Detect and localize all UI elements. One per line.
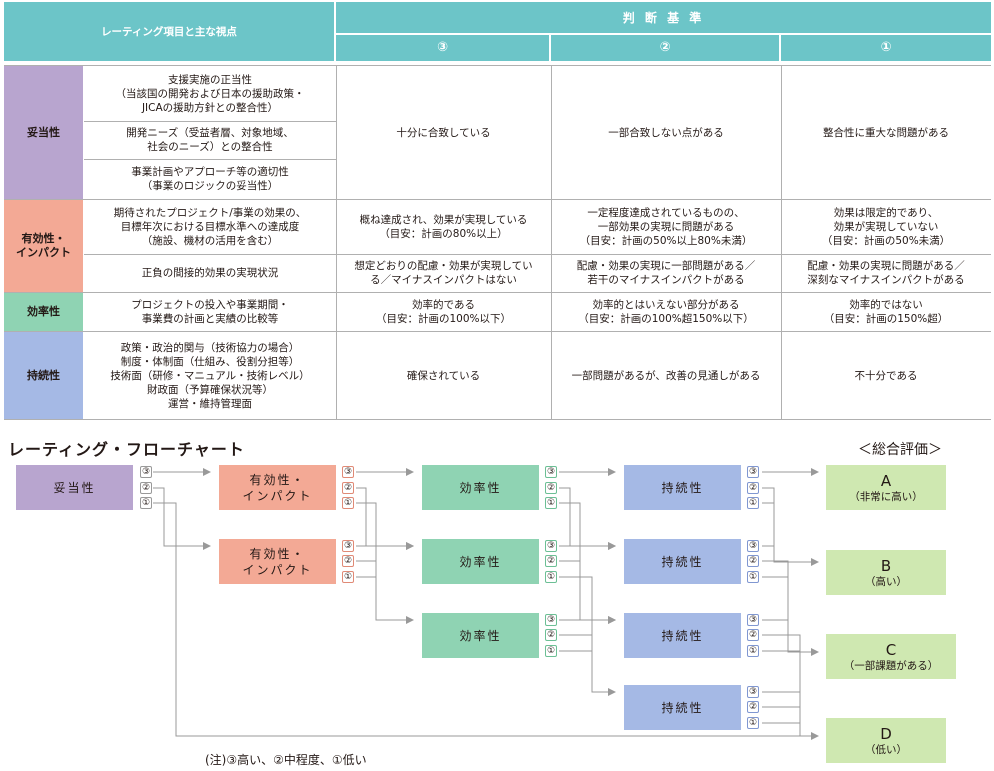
rank-3-badge: ③ (747, 540, 759, 552)
effectiveness-r2-criterion-2: 配慮・効果の実現に一部問題がある／ 若干のマイナスインパクトがある (576, 260, 756, 286)
grade-a-desc: （非常に高い） (849, 490, 923, 503)
effectiveness-r2-criterion-3: 想定どおりの配慮・効果が実現してい る／マイナスインパクトはない (354, 260, 533, 286)
effectiveness-view-1: 期待されたプロジェクト/事業の効果の、 目標年次における目標水準への達成度 （施… (113, 207, 307, 247)
effectiveness-r2-criterion-1: 配慮・効果の実現に問題がある／ 深刻なマイナスインパクトがある (807, 260, 965, 286)
flowchart-note: (注)③高い、②中程度、①低い (205, 753, 367, 767)
rank-3-badge: ③ (342, 466, 354, 478)
rank-1-badge: ① (545, 497, 557, 509)
grade-b-letter: B (880, 556, 892, 575)
efficiency-view: プロジェクトの投入や事業期間・ 事業費の計画と実績の比較等 (131, 299, 289, 325)
header-rank-3: ③ (336, 35, 549, 61)
rank-1-badge: ① (342, 571, 354, 583)
header-criteria-title: 判 断 基 準 (336, 2, 991, 33)
rank-2-badge: ② (747, 482, 759, 494)
row-label-sustainability: 持続性 (4, 332, 83, 419)
rank-3-badge: ③ (747, 686, 759, 698)
rank-1-badge: ① (545, 571, 557, 583)
flow-sustainability-box: 持続性 (624, 613, 741, 658)
grade-a-letter: A (880, 471, 892, 490)
header-items-title: レーティング項目と主な視点 (4, 2, 334, 61)
rank-1-badge: ① (747, 717, 759, 729)
effectiveness-view-2: 正負の間接的効果の実現状況 (141, 267, 279, 279)
row-label-efficiency: 効率性 (4, 293, 83, 331)
grade-c-letter: C (885, 640, 897, 659)
rank-1-badge: ① (140, 497, 152, 509)
efficiency-criterion-2: 効率的とはいえない部分がある （目安：計画の100%超150%以下） (578, 299, 754, 325)
rank-3-badge: ③ (342, 540, 354, 552)
rank-1-badge: ① (342, 497, 354, 509)
flow-effectiveness-box: 有効性・ インパクト (219, 539, 336, 584)
flow-relevance-box: 妥当性 (16, 465, 133, 510)
flow-effectiveness-box: 有効性・ インパクト (219, 465, 336, 510)
rank-1-badge: ① (545, 645, 557, 657)
sustainability-criterion-1: 不十分である (854, 369, 918, 382)
rank-3-badge: ③ (747, 614, 759, 626)
rank-2-badge: ② (545, 629, 557, 641)
rank-2-badge: ② (545, 482, 557, 494)
rank-2-badge: ② (747, 701, 759, 713)
rank-2-badge: ② (140, 482, 152, 494)
row-label-effectiveness: 有効性・ インパクト (4, 200, 83, 292)
sustainability-criterion-3: 確保されている (406, 369, 481, 382)
sustainability-view: 政策・政治的関与（技術協力の場合） 制度・体制面（仕組み、役割分担等） 技術面（… (110, 341, 310, 410)
rank-2-badge: ② (342, 482, 354, 494)
relevance-view-3: 事業計画やアプローチ等の適切性 （事業のロジックの妥当性） (131, 166, 289, 192)
flow-sustainability-box: 持続性 (624, 465, 741, 510)
flow-efficiency-box: 効率性 (422, 465, 539, 510)
rank-1-badge: ① (747, 497, 759, 509)
efficiency-criterion-1: 効率的ではない （目安：計画の150%超） (823, 299, 949, 325)
rank-3-badge: ③ (545, 614, 557, 626)
rank-2-badge: ② (342, 555, 354, 567)
grade-a-box: A （非常に高い） (826, 465, 946, 510)
relevance-criterion-2: 一部合致しない点がある (608, 126, 724, 139)
effectiveness-r1-criterion-2: 一定程度達成されているものの、 一部効果の実現に問題がある （目安：計画の50%… (579, 207, 753, 247)
relevance-criterion-1: 整合性に重大な問題がある (823, 126, 949, 139)
grade-d-box: D （低い） (826, 718, 946, 763)
header-rank-2: ② (551, 35, 779, 61)
flowchart-title: レーティング・フローチャート (8, 440, 245, 459)
rank-3-badge: ③ (140, 466, 152, 478)
header-rank-1: ① (781, 35, 991, 61)
rank-3-badge: ③ (747, 466, 759, 478)
rank-2-badge: ② (747, 555, 759, 567)
grade-d-desc: （低い） (865, 743, 907, 756)
table-grid-lines (4, 65, 991, 420)
rank-3-badge: ③ (545, 466, 557, 478)
flow-sustainability-box: 持続性 (624, 685, 741, 730)
efficiency-criterion-3: 効率的である （目安：計画の100%以下） (375, 299, 512, 325)
grade-b-desc: （高い） (865, 575, 907, 588)
relevance-view-2: 開発ニーズ（受益者層、対象地域、 社会のニーズ）との整合性 (126, 127, 294, 153)
flow-efficiency-box: 効率性 (422, 539, 539, 584)
flow-sustainability-box: 持続性 (624, 539, 741, 584)
relevance-criterion-3: 十分に合致している (396, 126, 491, 139)
rank-2-badge: ② (747, 629, 759, 641)
rank-1-badge: ① (747, 571, 759, 583)
effectiveness-r1-criterion-1: 効果は限定的であり、 効果が実現していない （目安：計画の50%未満） (821, 207, 951, 247)
rank-2-badge: ② (545, 555, 557, 567)
overall-rating-title: ＜総合評価＞ (858, 442, 942, 458)
rank-1-badge: ① (747, 645, 759, 657)
flow-efficiency-box: 効率性 (422, 613, 539, 658)
grade-b-box: B （高い） (826, 550, 946, 595)
grade-d-letter: D (880, 724, 892, 743)
rank-3-badge: ③ (545, 540, 557, 552)
grade-c-box: C （一部課題がある） (826, 634, 956, 679)
relevance-view-1: 支援実施の正当性 （当該国の開発および日本の援助政策・ JICAの援助方針との整… (115, 73, 305, 114)
effectiveness-r1-criterion-3: 概ね達成され、効果が実現している （目安：計画の80%以上） (359, 214, 528, 240)
row-label-relevance: 妥当性 (4, 66, 83, 199)
grade-c-desc: （一部課題がある） (843, 659, 939, 672)
sustainability-criterion-2: 一部問題があるが、改善の見通しがある (571, 369, 761, 382)
